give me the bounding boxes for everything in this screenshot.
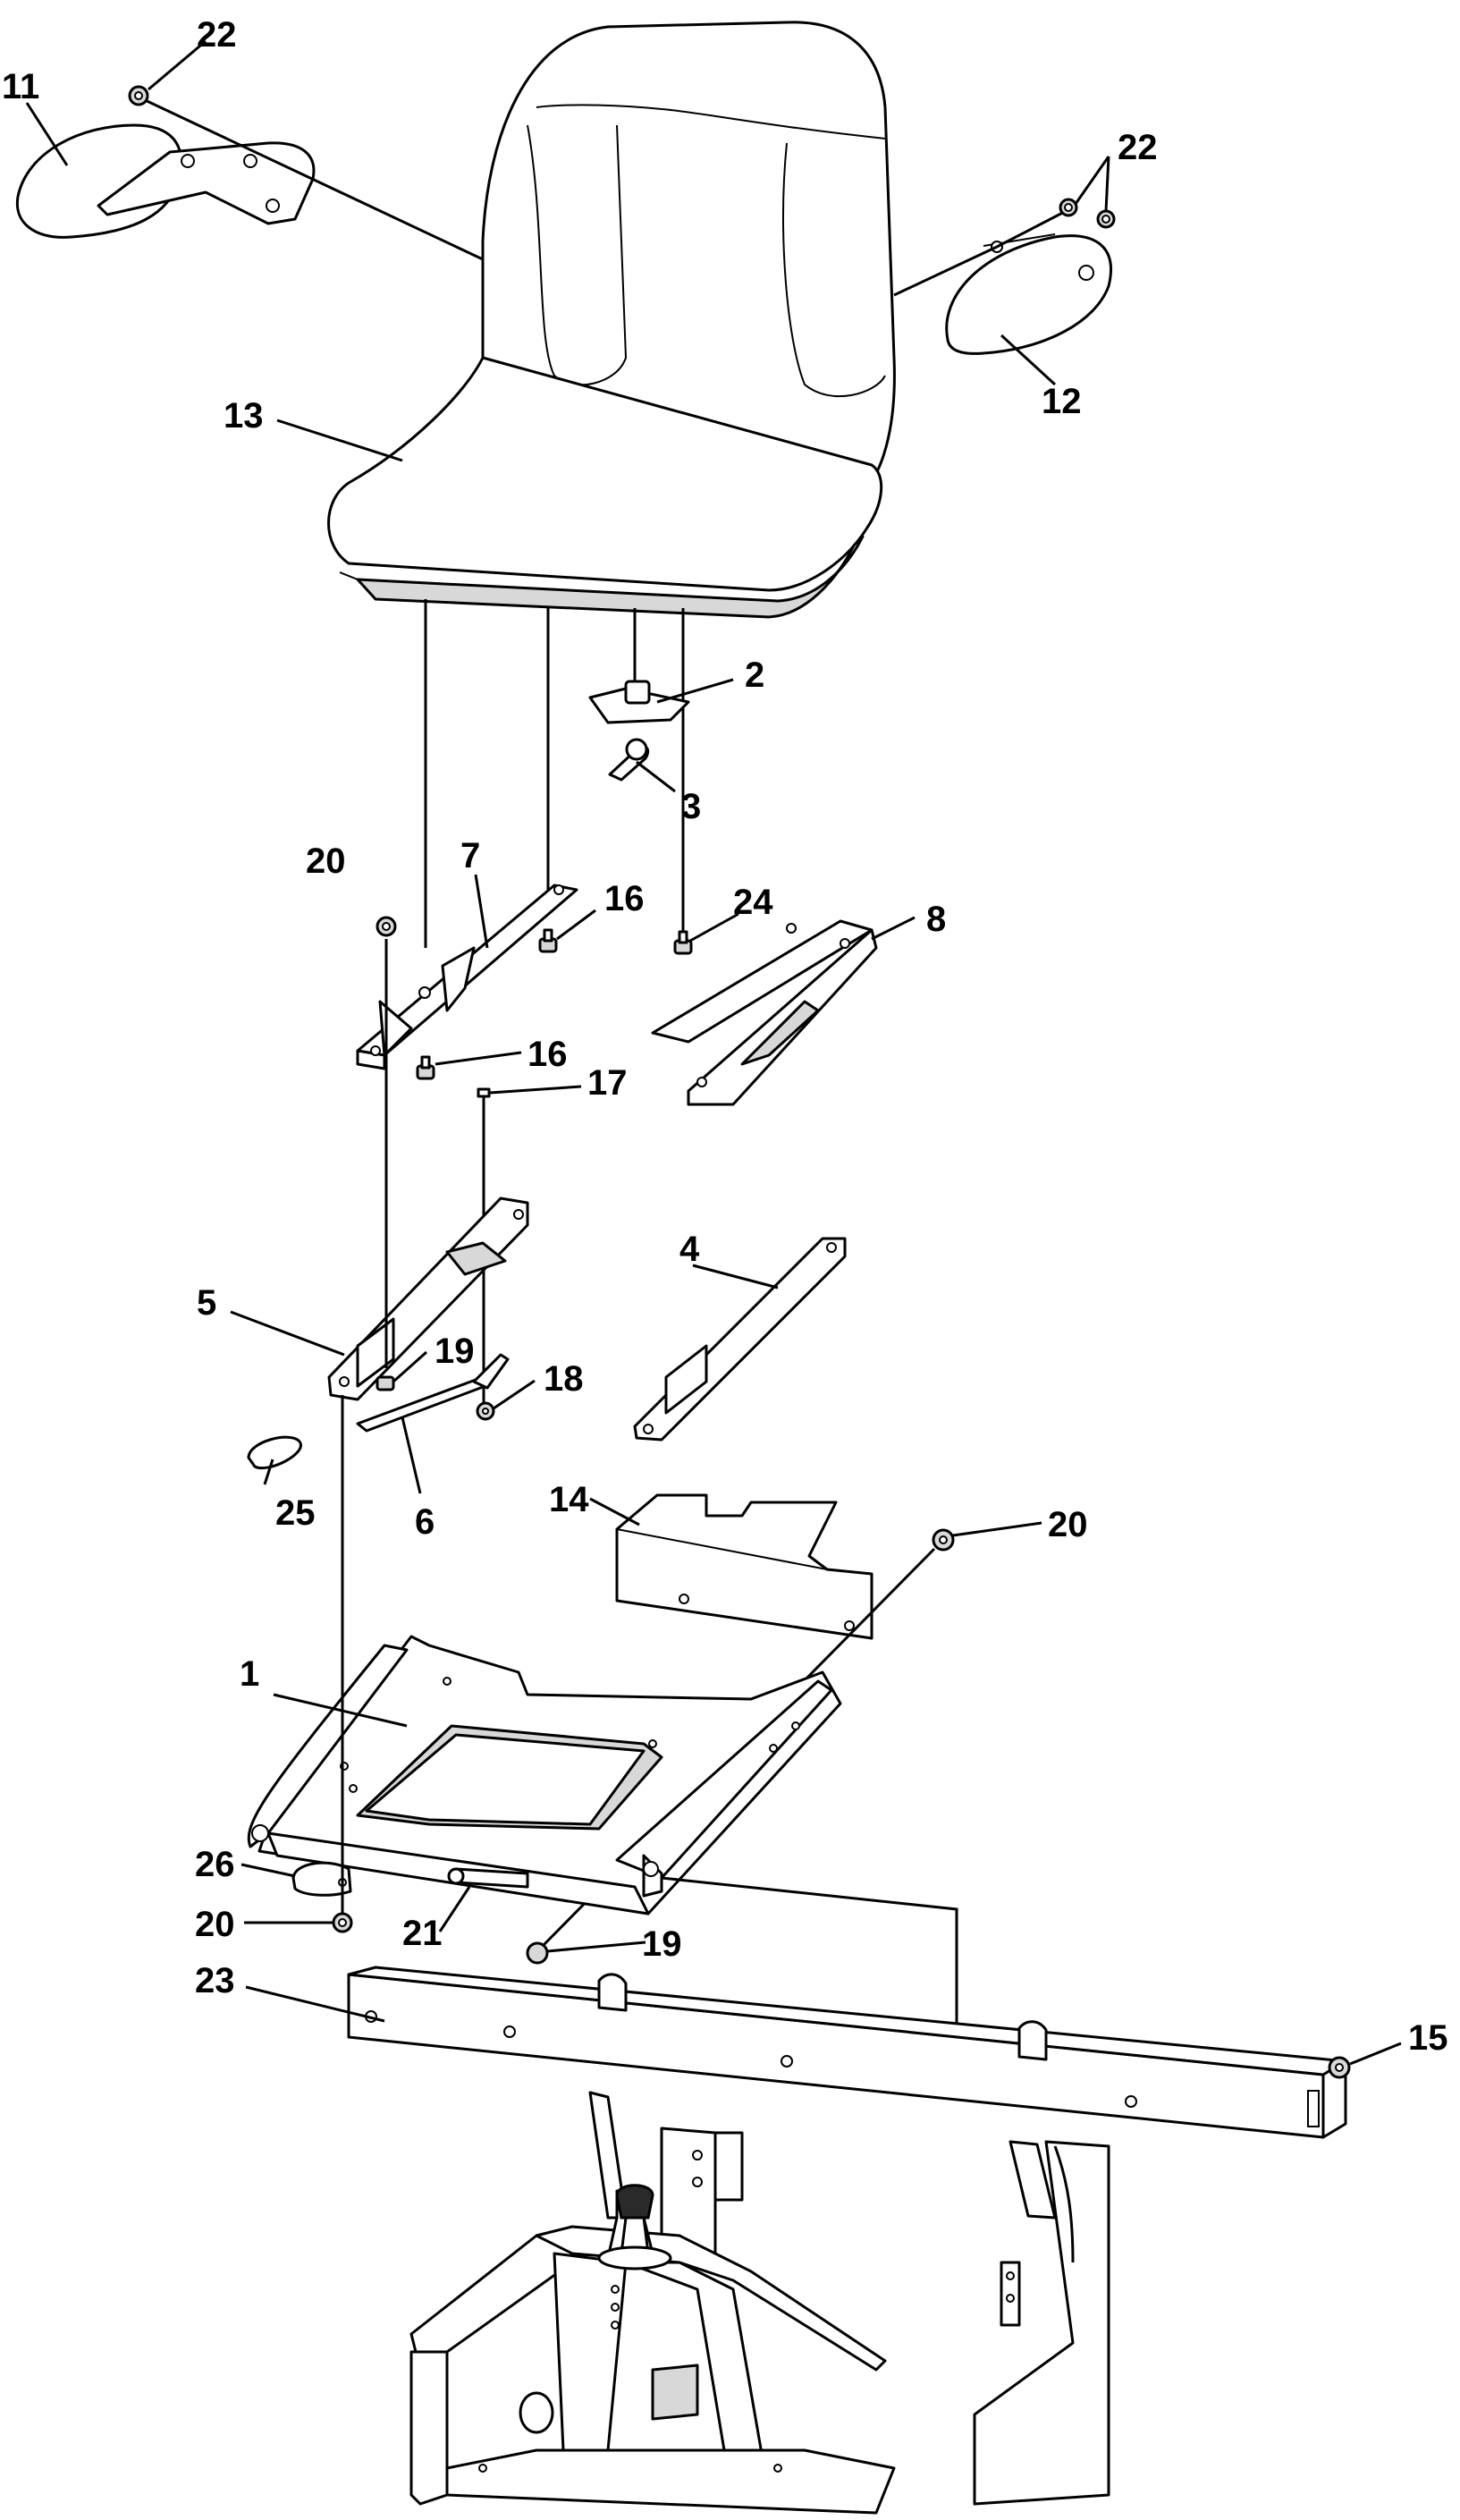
left-seat-rail-bracket bbox=[356, 884, 578, 1070]
clamp-26 bbox=[291, 1861, 352, 1897]
callout-8: 8 bbox=[926, 900, 946, 939]
callout-5: 5 bbox=[197, 1283, 216, 1323]
nut-20-right bbox=[932, 1528, 955, 1552]
tractor-main-frame bbox=[409, 2091, 1110, 2515]
callout-20-top: 20 bbox=[306, 841, 346, 881]
callout-17: 17 bbox=[587, 1063, 628, 1103]
callout-22-left: 22 bbox=[197, 15, 237, 55]
callout-6: 6 bbox=[415, 1502, 435, 1542]
seat-base-plate bbox=[247, 1635, 842, 1915]
bolt-24 bbox=[673, 930, 693, 955]
seat-switch-pin bbox=[608, 738, 650, 782]
bolt-16-lower bbox=[416, 1055, 435, 1080]
callout-24: 24 bbox=[733, 883, 773, 922]
rail-release-handle bbox=[356, 1353, 510, 1433]
leader-lines bbox=[25, 39, 1402, 2066]
callout-16-upper: 16 bbox=[604, 879, 645, 918]
callout-2: 2 bbox=[745, 655, 764, 695]
right-slide-rail bbox=[633, 1237, 847, 1442]
callout-19-lower: 19 bbox=[642, 1924, 682, 1964]
callout-16-lower: 16 bbox=[527, 1035, 568, 1074]
seat-switch-plate bbox=[588, 680, 690, 724]
callout-labels: 22 11 22 12 13 2 3 20 7 16 24 8 16 17 4 … bbox=[2, 15, 1448, 2058]
callout-19-upper: 19 bbox=[435, 1332, 475, 1371]
callout-14: 14 bbox=[549, 1480, 589, 1519]
bolt-19-upper bbox=[376, 1375, 395, 1391]
nut-18 bbox=[476, 1401, 495, 1421]
callout-18: 18 bbox=[544, 1359, 584, 1399]
nut-20-lower bbox=[332, 1912, 353, 1933]
callout-23: 23 bbox=[195, 1961, 235, 2000]
callout-26: 26 bbox=[195, 1845, 235, 1884]
callout-20-right: 20 bbox=[1048, 1505, 1088, 1544]
callout-13: 13 bbox=[224, 396, 264, 436]
pin-21 bbox=[447, 1867, 529, 1889]
callout-11: 11 bbox=[2, 67, 39, 106]
nut-20-upper bbox=[376, 916, 397, 937]
right-armrest bbox=[945, 233, 1112, 355]
callout-7: 7 bbox=[460, 836, 480, 875]
seat-cushion bbox=[327, 21, 896, 619]
callout-15: 15 bbox=[1408, 2018, 1448, 2058]
left-armrest bbox=[15, 123, 316, 239]
callout-12: 12 bbox=[1042, 382, 1082, 421]
callout-4: 4 bbox=[679, 1230, 700, 1269]
callout-21: 21 bbox=[402, 1914, 443, 1953]
frame-cross-tube bbox=[347, 1966, 1347, 2139]
bolt-19-lower bbox=[526, 1941, 549, 1965]
callout-25: 25 bbox=[275, 1493, 316, 1533]
plug-25 bbox=[247, 1435, 302, 1470]
cover-plate bbox=[615, 1493, 873, 1640]
left-slide-rail bbox=[327, 1197, 529, 1401]
bolt-16-upper bbox=[538, 928, 558, 953]
right-seat-rail-bracket bbox=[651, 919, 878, 1106]
callout-3: 3 bbox=[681, 787, 701, 826]
nut-15 bbox=[1328, 2056, 1351, 2079]
callout-1: 1 bbox=[240, 1654, 259, 1694]
left-armrest-nut bbox=[128, 85, 149, 106]
callout-20-lower: 20 bbox=[195, 1905, 235, 1944]
callout-22-right: 22 bbox=[1118, 128, 1158, 167]
